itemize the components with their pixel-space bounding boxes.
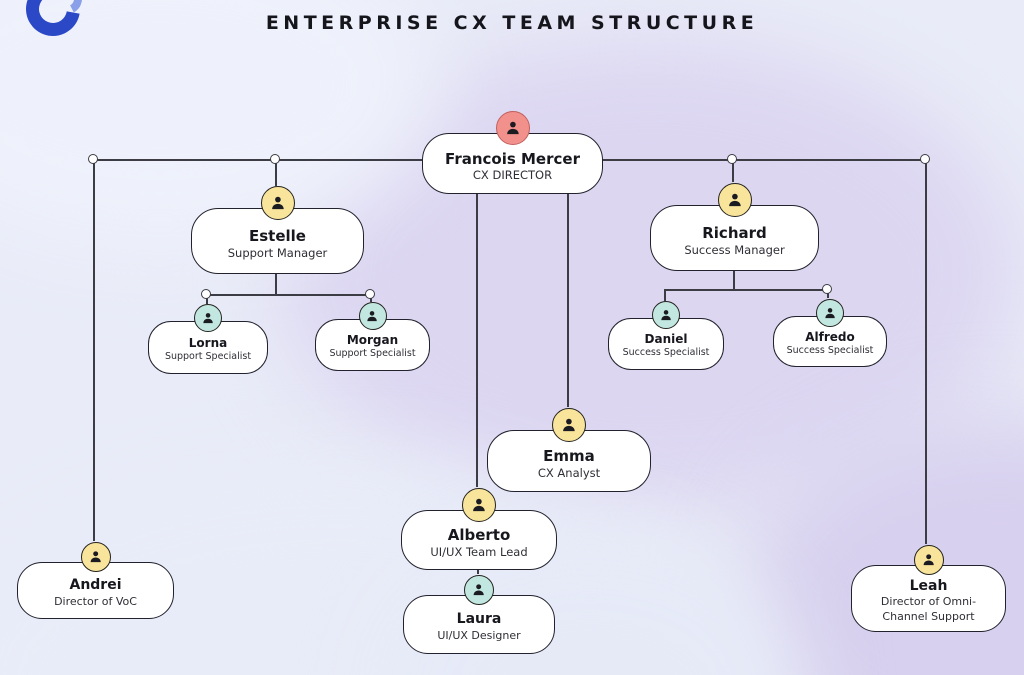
org-card-leah: Leah Director of Omni-Channel Support bbox=[851, 545, 1006, 632]
connector-junction-dot bbox=[727, 154, 737, 164]
page-title: ENTERPRISE CX TEAM STRUCTURE bbox=[265, 12, 759, 34]
org-card-estelle: Estelle Support Manager bbox=[191, 186, 364, 274]
person-avatar-icon bbox=[464, 575, 494, 605]
connector-line bbox=[207, 294, 371, 296]
person-avatar-icon bbox=[260, 186, 295, 220]
connector-line bbox=[601, 159, 926, 161]
org-card-lorna: Lorna Support Specialist bbox=[148, 304, 268, 374]
person-name: Francois Mercer bbox=[445, 149, 580, 168]
person-role: Success Manager bbox=[684, 242, 785, 257]
person-name: Leah bbox=[909, 577, 948, 594]
org-card-emma: Emma CX Analyst bbox=[487, 408, 651, 492]
person-role: Success Specialist bbox=[786, 344, 874, 356]
connector-line bbox=[665, 289, 828, 291]
person-avatar-icon bbox=[717, 183, 752, 217]
person-name: Morgan bbox=[346, 333, 399, 348]
person-role: Support Specialist bbox=[329, 348, 416, 360]
person-role: Support Manager bbox=[227, 245, 328, 260]
connector-line bbox=[664, 289, 666, 301]
connector-line bbox=[732, 163, 734, 182]
connector-line bbox=[275, 163, 277, 186]
org-card-andrei: Andrei Director of VoC bbox=[17, 542, 174, 619]
org-card-alberto: Alberto UI/UX Team Lead bbox=[401, 488, 557, 570]
background-blob bbox=[280, 40, 1020, 510]
person-name: Lorna bbox=[188, 335, 228, 350]
connector-junction-dot bbox=[920, 154, 930, 164]
connector-line bbox=[925, 163, 927, 544]
person-avatar-icon bbox=[913, 545, 944, 575]
connector-line bbox=[476, 186, 478, 487]
person-avatar-icon bbox=[80, 542, 111, 572]
org-card-richard: Richard Success Manager bbox=[650, 183, 819, 271]
person-role: CX Analyst bbox=[537, 465, 601, 480]
person-avatar-icon bbox=[552, 408, 586, 442]
connector-junction-dot bbox=[201, 289, 211, 299]
person-name: Alfredo bbox=[805, 329, 855, 344]
person-name: Emma bbox=[543, 447, 595, 466]
connector-junction-dot bbox=[365, 289, 375, 299]
person-role: UI/UX Team Lead bbox=[430, 544, 528, 559]
org-card-morgan: Morgan Support Specialist bbox=[315, 302, 430, 371]
org-card-alfredo: Alfredo Success Specialist bbox=[773, 299, 887, 367]
background-blob bbox=[740, 420, 1024, 675]
person-avatar-icon bbox=[495, 111, 530, 145]
person-avatar-icon bbox=[194, 304, 222, 332]
org-card-laura: Laura UI/UX Designer bbox=[403, 575, 555, 654]
person-role: Director of Omni-Channel Support bbox=[880, 595, 977, 623]
person-avatar-icon bbox=[358, 302, 387, 330]
person-avatar-icon bbox=[652, 301, 680, 329]
person-role: Support Specialist bbox=[164, 350, 252, 362]
person-role: UI/UX Designer bbox=[437, 628, 521, 642]
connector-line bbox=[275, 266, 277, 295]
connector-junction-dot bbox=[88, 154, 98, 164]
connector-junction-dot bbox=[270, 154, 280, 164]
person-name: Estelle bbox=[249, 227, 306, 246]
connector-line bbox=[206, 294, 208, 304]
person-name: Richard bbox=[702, 224, 767, 243]
person-avatar-icon bbox=[462, 488, 496, 522]
connector-line bbox=[567, 186, 569, 407]
person-name: Alberto bbox=[447, 526, 511, 545]
person-role: Director of VoC bbox=[54, 594, 137, 608]
person-name: Daniel bbox=[644, 332, 688, 347]
person-role: Success Specialist bbox=[622, 347, 710, 359]
connector-junction-dot bbox=[822, 284, 832, 294]
person-name: Laura bbox=[456, 611, 502, 628]
connector-line bbox=[94, 159, 422, 161]
person-avatar-icon bbox=[816, 299, 844, 327]
person-name: Andrei bbox=[69, 577, 122, 594]
org-card-daniel: Daniel Success Specialist bbox=[608, 301, 724, 370]
connector-line bbox=[93, 163, 95, 541]
org-card-francois-mercer: Francois Mercer CX DIRECTOR bbox=[422, 111, 603, 194]
person-role: CX DIRECTOR bbox=[472, 168, 553, 183]
